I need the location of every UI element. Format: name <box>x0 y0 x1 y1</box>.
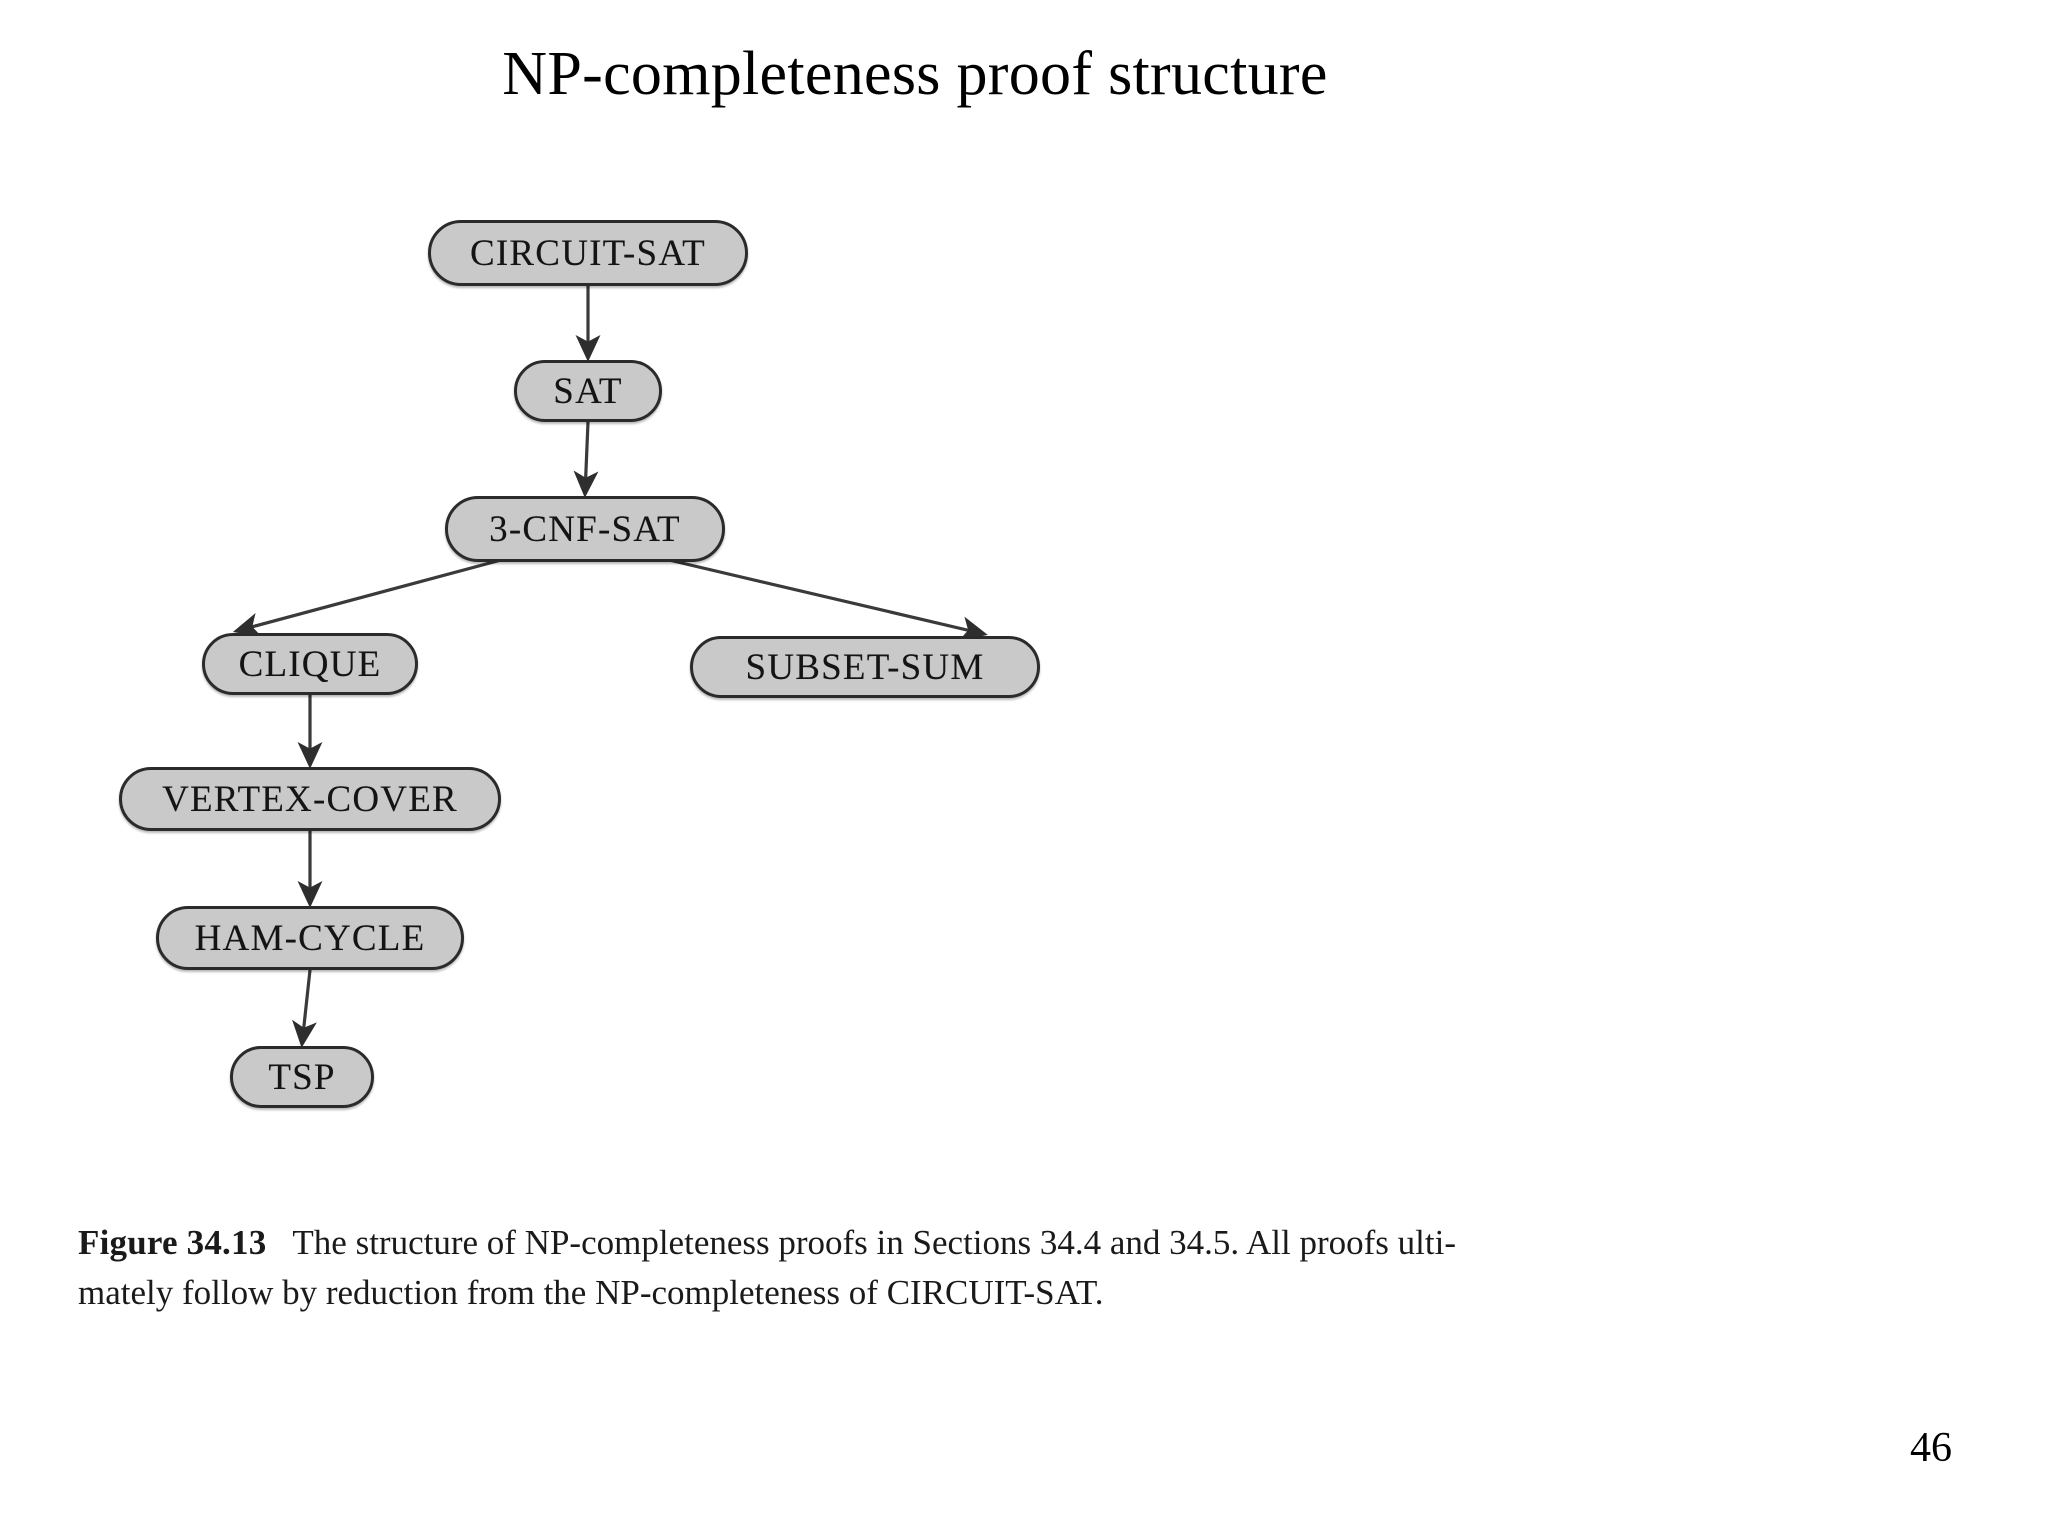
page-title: NP-completeness proof structure <box>502 40 1328 108</box>
graph-node-label: CIRCUIT-SAT <box>470 232 706 274</box>
figure-caption: Figure 34.13 The structure of NP-complete… <box>78 1218 1958 1317</box>
graph-edge-3-cnf-sat-to-clique <box>232 558 502 638</box>
graph-edge-3-cnf-sat-to-subset-sum <box>668 558 988 641</box>
figure-caption-line-2: mately follow by reduction from the NP-c… <box>78 1272 1104 1312</box>
graph-node-label: VERTEX-COVER <box>162 778 458 820</box>
graph-node-vertex-cover: VERTEX-COVER <box>119 767 501 831</box>
figure-label: Figure 34.13 <box>78 1223 267 1262</box>
graph-node-label: SAT <box>553 370 623 412</box>
page-number: 46 <box>1910 1425 1952 1471</box>
graph-node-circuit-sat: CIRCUIT-SAT <box>428 220 748 286</box>
graph-node-label: CLIQUE <box>238 643 382 685</box>
graph-node-clique: CLIQUE <box>202 633 418 695</box>
graph-node-label: TSP <box>268 1056 336 1098</box>
graph-node-tsp: TSP <box>230 1046 374 1108</box>
graph-node-sat: SAT <box>514 360 662 422</box>
graph-node-label: 3-CNF-SAT <box>489 508 681 550</box>
graph-edge-ham-cycle-to-tsp <box>292 969 317 1048</box>
graph-node-3-cnf-sat: 3-CNF-SAT <box>445 496 725 562</box>
graph-edge-sat-to-3-cnf-sat <box>573 421 599 498</box>
figure-caption-line-1: The structure of NP-completeness proofs … <box>292 1223 1456 1262</box>
graph-node-ham-cycle: HAM-CYCLE <box>156 906 464 970</box>
graph-node-subset-sum: SUBSET-SUM <box>690 636 1040 698</box>
graph-node-label: SUBSET-SUM <box>745 646 985 688</box>
graph-node-label: HAM-CYCLE <box>194 917 426 959</box>
